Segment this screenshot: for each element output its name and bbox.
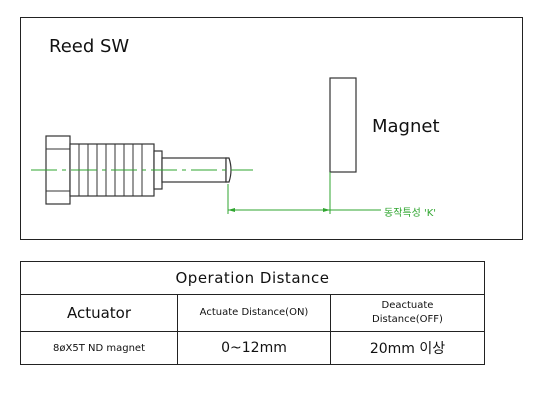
column-deactuate-line2: Distance(OFF)	[372, 314, 443, 325]
switch-tip	[225, 157, 232, 183]
operation-distance-table: Operation Distance Actuator Actuate Dist…	[20, 261, 485, 365]
column-actuate-distance: Actuate Distance(ON)	[177, 294, 331, 332]
row-actuator: 8øX5T ND magnet	[20, 331, 178, 365]
column-actuator: Actuator	[20, 294, 178, 332]
diagram-frame: Reed SW Magnet 동작특성 'K'	[20, 17, 523, 240]
row-off-distance: 20mm 이상	[330, 331, 485, 365]
column-deactuate-distance: Deactuate Distance(OFF)	[330, 294, 485, 332]
reed-switch-diagram	[31, 77, 381, 214]
distance-label: 동작특성 'K'	[384, 208, 437, 219]
diagram-title: Reed SW	[49, 36, 130, 57]
table-row: 8øX5T ND magnet 0~12mm 20mm 이상	[20, 331, 485, 365]
dimension-arrow-left	[228, 208, 235, 212]
table-header: Operation Distance	[20, 261, 485, 295]
column-deactuate-line1: Deactuate	[381, 300, 434, 311]
magnet-label: Magnet	[372, 116, 440, 137]
magnet-block	[329, 77, 357, 173]
dimension-arrow-right	[323, 208, 330, 212]
row-on-distance: 0~12mm	[177, 331, 331, 365]
